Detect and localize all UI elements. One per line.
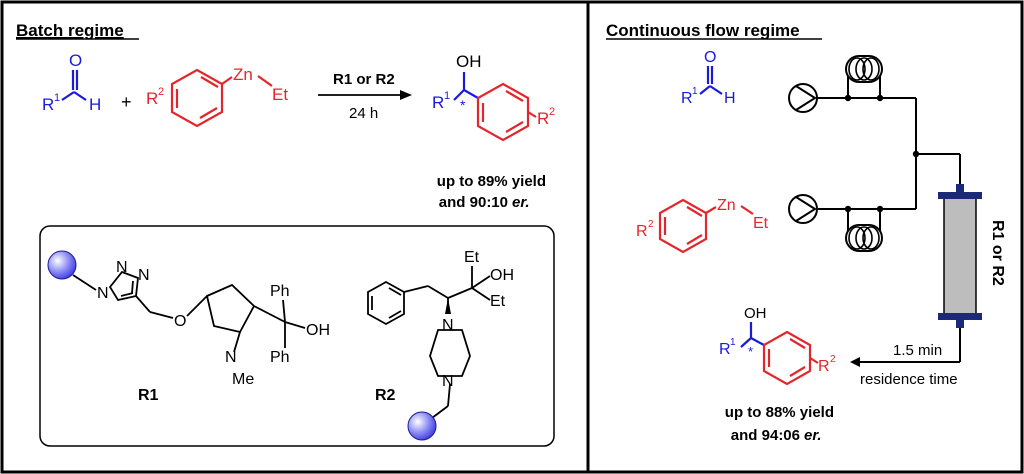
batch-aldehyde-h: H (89, 95, 101, 114)
junction-dot (876, 94, 884, 102)
flow-panel: Continuous flow regime O R 1 H Zn Et R 2 (606, 21, 1006, 444)
outlet-arrowhead (850, 357, 860, 367)
flow-arylzinc (658, 198, 754, 254)
batch-aldehyde-r: R (42, 95, 54, 114)
batch-product-aryl-r: R (537, 109, 549, 128)
junction-dot (844, 94, 852, 102)
batch-er-italic: er. (512, 194, 530, 211)
r1-ph-top: Ph (270, 283, 290, 300)
batch-product (453, 72, 537, 142)
coil-bottom (845, 224, 883, 252)
catalyst-r2: Et OH Et N N R2 (367, 249, 514, 441)
r2-n-bottom: N (442, 373, 454, 390)
batch-aldehyde (61, 70, 87, 101)
mixer-dot (912, 150, 920, 158)
pump-bottom (788, 194, 818, 224)
flow-product-aryl-r: R (818, 358, 830, 375)
batch-zn: Zn (233, 65, 253, 84)
batch-product-stereo: * (460, 97, 466, 113)
r1-o: O (174, 313, 186, 330)
batch-yield: up to 89% yield (437, 173, 546, 190)
r2-resin-bead (407, 411, 437, 441)
flow-aldehyde-r-sup: 1 (692, 86, 698, 97)
r1-ph-bottom: Ph (270, 349, 290, 366)
flow-aldehyde-h: H (724, 90, 736, 107)
batch-conditions-catalyst: R1 or R2 (333, 71, 395, 88)
batch-et: Et (272, 85, 288, 104)
flow-product-r-sup: 1 (730, 337, 736, 348)
batch-reaction-arrow (318, 90, 412, 100)
flow-tubing (817, 74, 961, 363)
batch-product-r: R (432, 93, 444, 112)
reactor-label: R1 or R2 (989, 220, 1006, 286)
r1-me: Me (232, 371, 254, 388)
catalyst-box (39, 225, 555, 447)
r1-n3: N (138, 267, 150, 284)
coil-top (845, 55, 883, 83)
r2-et-top: Et (464, 249, 480, 266)
flow-aryl-r-sup: 2 (648, 219, 654, 230)
batch-title: Batch regime (16, 21, 124, 40)
r1-n1: N (97, 285, 109, 302)
packed-bed-reactor (938, 184, 982, 328)
flow-aldehyde (699, 66, 723, 95)
flow-product-stereo: * (748, 344, 753, 359)
r1-resin-bead (47, 250, 77, 280)
flow-er-italic: er. (804, 427, 822, 444)
flow-aryl-r: R (636, 223, 648, 240)
batch-aldehyde-o: O (69, 51, 82, 70)
flow-title: Continuous flow regime (606, 21, 800, 40)
residence-time-value: 1.5 min (893, 342, 942, 359)
flow-et: Et (753, 215, 769, 232)
r2-oh: OH (490, 267, 514, 284)
plus-sign: + (121, 92, 132, 112)
junction-dot (876, 205, 884, 213)
junction-dot (844, 205, 852, 213)
batch-product-r-sup: 1 (444, 90, 450, 102)
r1-label: R1 (138, 387, 159, 404)
r1-n-ring: N (225, 349, 237, 366)
batch-panel: Batch regime O R 1 H + Zn Et R 2 (16, 21, 555, 447)
catalyst-r1: N N N O N Me Ph OH Ph R1 (47, 250, 330, 404)
flow-product-aryl-r-sup: 2 (830, 354, 836, 365)
pump-top (788, 83, 818, 113)
batch-product-oh: OH (456, 52, 482, 71)
flow-product-oh: OH (744, 305, 767, 322)
batch-arylzinc (170, 68, 273, 128)
r2-n-top: N (442, 317, 454, 334)
flow-aldehyde-o: O (704, 49, 716, 66)
batch-aryl-r-sup: 2 (158, 86, 164, 98)
r2-label: R2 (375, 387, 396, 404)
batch-conditions-time: 24 h (349, 105, 378, 122)
flow-er: and 94:06 (731, 427, 800, 444)
flow-yield: up to 88% yield (725, 404, 834, 421)
batch-er: and 90:10 (439, 194, 508, 211)
r2-et-bottom: Et (490, 293, 506, 310)
flow-product (740, 322, 819, 386)
flow-aldehyde-r: R (681, 90, 693, 107)
batch-aldehyde-r-sup: 1 (54, 92, 60, 104)
flow-zn: Zn (717, 197, 736, 214)
r1-oh: OH (306, 322, 330, 339)
r1-n2: N (116, 259, 128, 276)
flow-product-r: R (719, 341, 731, 358)
residence-time-label: residence time (860, 371, 958, 388)
batch-aryl-r: R (146, 89, 158, 108)
batch-product-aryl-r-sup: 2 (549, 106, 555, 118)
